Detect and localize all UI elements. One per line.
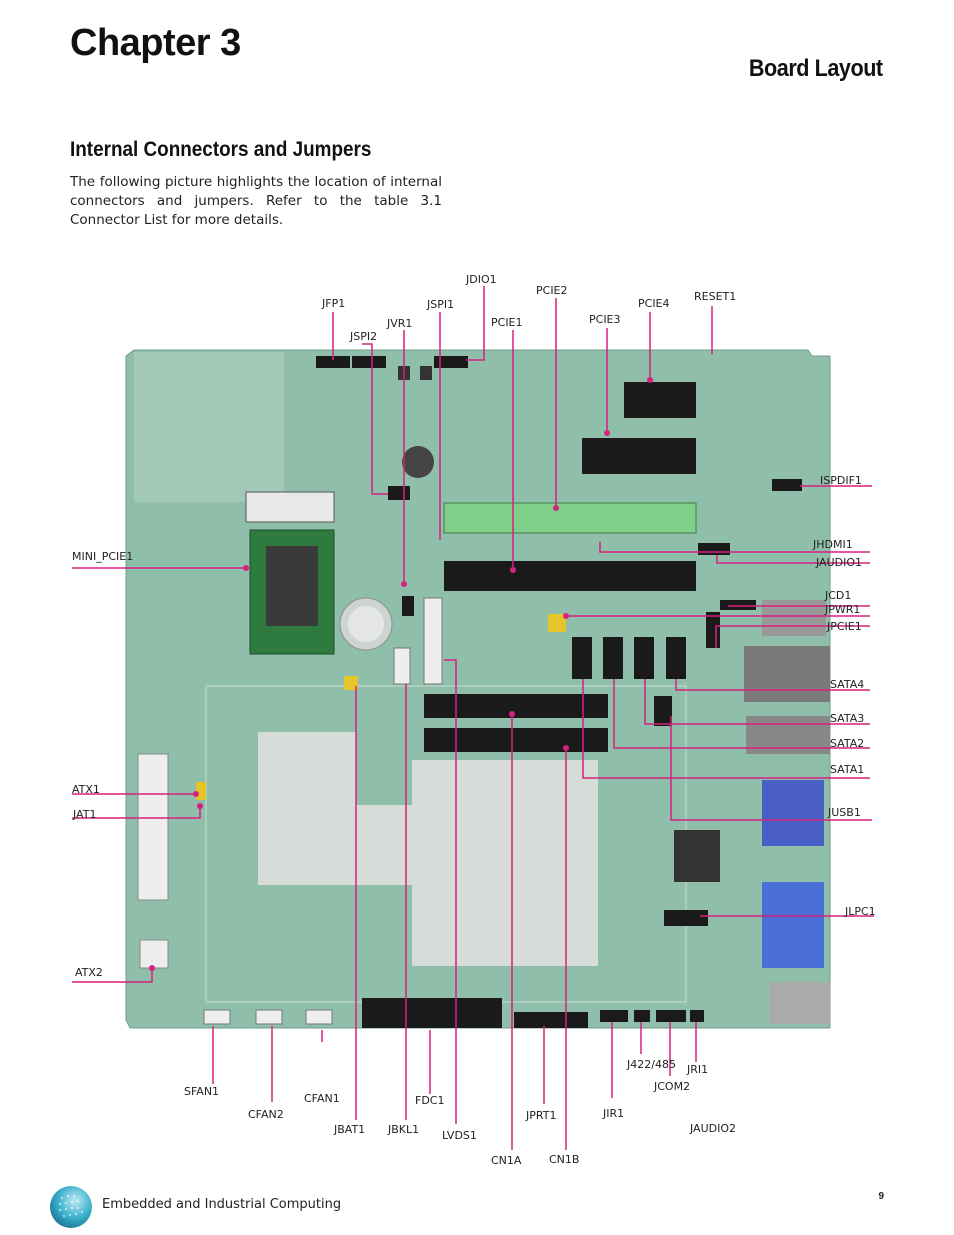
intro-paragraph: The following picture highlights the loc… <box>70 174 442 228</box>
label-jbkl1: JBKL1 <box>387 1123 419 1136</box>
label-jaudio1: JAUDIO1 <box>815 556 862 569</box>
label-sfan1: SFAN1 <box>184 1085 219 1098</box>
page-number: 9 <box>878 1191 884 1202</box>
connector-labels: JDIO1 PCIE2 JFP1 JSPI1 PCIE4 RESET1 PCIE… <box>72 273 876 1167</box>
label-cfan1: CFAN1 <box>304 1092 340 1105</box>
label-sata4: SATA4 <box>830 678 864 691</box>
label-jpwr1: JPWR1 <box>824 603 860 616</box>
label-pcie4: PCIE4 <box>638 297 670 310</box>
label-jspi1: JSPI1 <box>426 298 454 311</box>
callout-dots <box>149 377 653 971</box>
label-jlpc1: JLPC1 <box>844 905 876 918</box>
motherboard <box>125 349 831 1029</box>
label-jusb1: JUSB1 <box>827 806 861 819</box>
label-jcom2: JCOM2 <box>653 1080 690 1093</box>
section-title: Board Layout <box>749 55 883 82</box>
label-cn1a: CN1A <box>491 1154 522 1167</box>
label-jfp1: JFP1 <box>321 297 345 310</box>
label-jhdmi1: JHDMI1 <box>812 538 853 551</box>
callout-lines <box>72 286 874 1150</box>
label-jdio1: JDIO1 <box>465 273 497 286</box>
label-ispdif1: ISPDIF1 <box>820 474 862 487</box>
subheading: Internal Connectors and Jumpers <box>70 138 372 161</box>
label-jbat1: JBAT1 <box>333 1123 365 1136</box>
label-cfan2: CFAN2 <box>248 1108 284 1121</box>
label-lvds1: LVDS1 <box>442 1129 477 1142</box>
label-pcie3: PCIE3 <box>589 313 621 326</box>
label-jvr1: JVR1 <box>386 317 412 330</box>
label-pcie1: PCIE1 <box>491 316 523 329</box>
label-atx1: ATX1 <box>72 783 100 796</box>
label-jcd1: JCD1 <box>824 589 851 602</box>
company-logo-icon <box>50 1186 92 1228</box>
label-jspi2: JSPI2 <box>349 330 377 343</box>
label-sata1: SATA1 <box>830 763 864 776</box>
label-mini-pcie1: MINI_PCIE1 <box>72 550 133 563</box>
label-jpcie1: JPCIE1 <box>826 620 862 633</box>
label-jri1: JRI1 <box>686 1063 708 1076</box>
label-jprt1: JPRT1 <box>525 1109 556 1122</box>
label-sata3: SATA3 <box>830 712 864 725</box>
label-fdc1: FDC1 <box>415 1094 444 1107</box>
label-atx2: ATX2 <box>75 966 103 979</box>
label-jat1: JAT1 <box>72 808 96 821</box>
label-pcie2: PCIE2 <box>536 284 568 297</box>
label-jir1: JIR1 <box>602 1107 624 1120</box>
label-reset1: RESET1 <box>694 290 736 303</box>
footer-company-line: Embedded and Industrial Computing <box>102 1197 342 1212</box>
label-cn1b: CN1B <box>549 1153 579 1166</box>
label-jaudio2: JAUDIO2 <box>689 1122 736 1135</box>
label-sata2: SATA2 <box>830 737 864 750</box>
label-j422-485: J422/485 <box>626 1058 676 1071</box>
chapter-title: Chapter 3 <box>70 22 241 64</box>
